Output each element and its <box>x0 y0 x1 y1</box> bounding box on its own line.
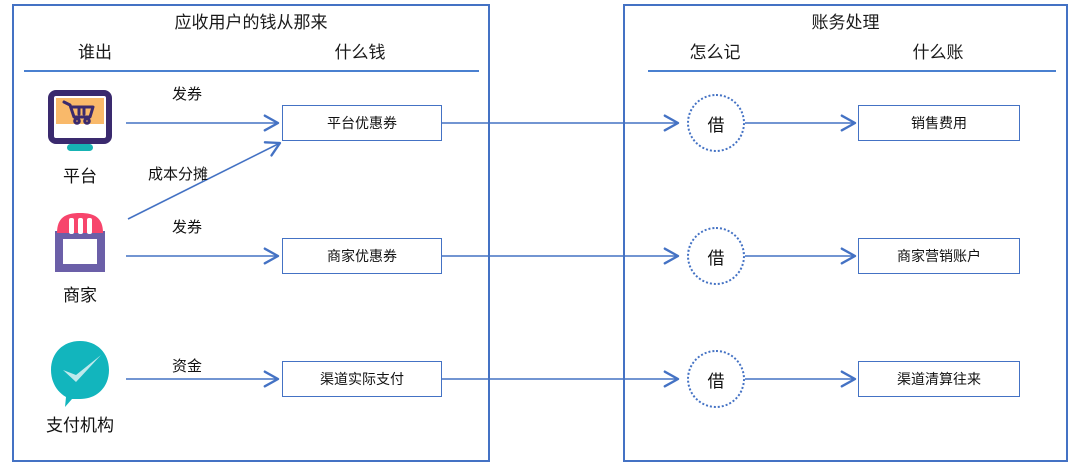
actor-merchant[interactable]: 商家 <box>34 205 126 306</box>
actor-payment-institution[interactable]: 支付机构 <box>34 335 126 436</box>
panel-title-receivable-source: 应收用户的钱从那来 <box>174 13 328 32</box>
divider-right-panel <box>648 70 1056 72</box>
edge-label-merchant-issue-coupon: 发券 <box>172 219 203 236</box>
panel-accounting-process <box>623 4 1068 462</box>
actor-label-payment-institution: 支付机构 <box>46 416 114 435</box>
divider-left-panel <box>24 70 479 72</box>
panel-receivable-source <box>12 4 490 462</box>
edge-label-platform-issue-coupon: 发券 <box>172 86 203 103</box>
debit-node-1[interactable]: 借 <box>687 94 745 152</box>
account-box-sales-expense[interactable]: 销售费用 <box>858 105 1020 141</box>
account-box-channel-settlement-current[interactable]: 渠道清算往来 <box>858 361 1020 397</box>
column-header-what-account: 什么账 <box>912 43 964 62</box>
monitor-shopping-cart-icon <box>48 90 112 151</box>
edge-label-payment-funds: 资金 <box>172 358 203 375</box>
column-header-how-record: 怎么记 <box>689 43 741 62</box>
money-box-platform-coupon[interactable]: 平台优惠券 <box>282 105 442 141</box>
column-header-who-pays: 谁出 <box>78 43 112 62</box>
account-box-merchant-marketing-account[interactable]: 商家营销账户 <box>858 238 1020 274</box>
panel-title-accounting-process: 账务处理 <box>811 13 880 32</box>
actor-label-merchant: 商家 <box>63 286 97 305</box>
money-box-channel-actual-payment[interactable]: 渠道实际支付 <box>282 361 442 397</box>
actor-platform[interactable]: 平台 <box>34 86 126 187</box>
debit-node-3[interactable]: 借 <box>687 350 745 408</box>
debit-node-2[interactable]: 借 <box>687 227 745 285</box>
actor-label-platform: 平台 <box>63 167 97 186</box>
payment-check-bubble-icon <box>51 341 109 407</box>
column-header-what-money: 什么钱 <box>334 43 386 62</box>
money-box-merchant-coupon[interactable]: 商家优惠券 <box>282 238 442 274</box>
edge-label-cost-sharing: 成本分摊 <box>148 166 209 183</box>
storefront-icon <box>55 213 105 272</box>
